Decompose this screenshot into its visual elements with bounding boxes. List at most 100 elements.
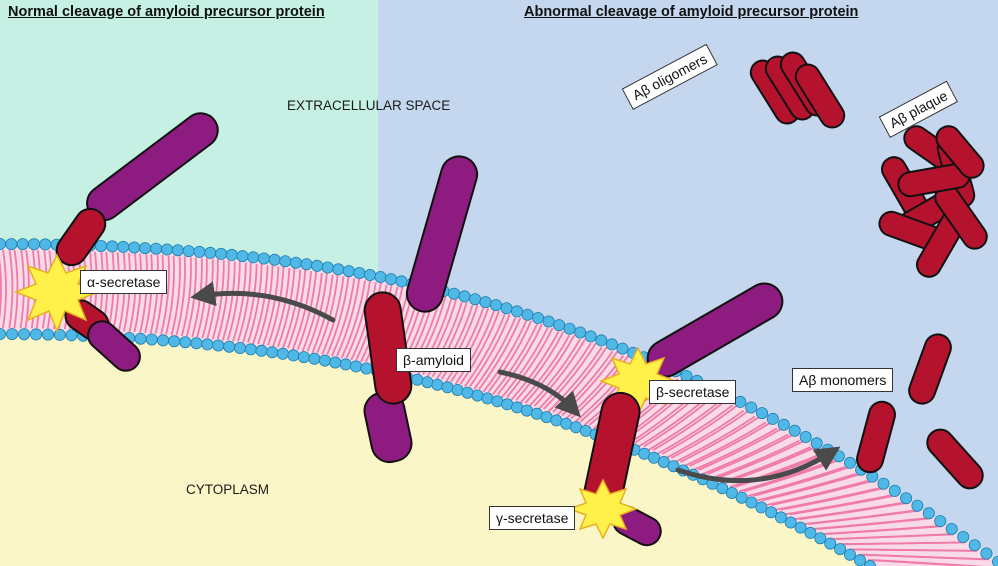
beta-secretase-label: β-secretase: [649, 380, 736, 404]
phospholipid-head: [224, 341, 235, 352]
phospholipid-head: [422, 377, 433, 388]
phospholipid-head: [564, 323, 575, 334]
phospholipid-head: [502, 399, 513, 410]
phospholipid-head: [946, 523, 957, 534]
phospholipid-head: [889, 485, 900, 496]
phospholipid-head: [617, 343, 628, 354]
phospholipid-head: [202, 339, 213, 350]
phospholipid-head: [375, 271, 386, 282]
phospholipid-head: [213, 340, 224, 351]
phospholipid-head: [606, 339, 617, 350]
phospholipid-head: [969, 540, 980, 551]
phospholipid-head: [585, 331, 596, 342]
phospholipid-head: [825, 538, 836, 549]
phospholipid-head: [322, 262, 333, 273]
phospholipid-head: [54, 329, 65, 340]
phospholipid-head: [234, 342, 245, 353]
gamma-secretase-star: [570, 480, 636, 538]
phospholipid-head: [795, 522, 806, 533]
phospholipid-head: [462, 387, 473, 398]
phospholipid-head: [361, 363, 372, 374]
phospholipid-head: [800, 431, 811, 442]
phospholipid-head: [492, 396, 503, 407]
phospholipid-head: [354, 267, 365, 278]
phospholipid-head: [522, 309, 533, 320]
phospholipid-head: [7, 329, 18, 340]
phospholipid-head: [183, 246, 194, 257]
phospholipid-head: [448, 288, 459, 299]
phospholipid-head: [532, 312, 543, 323]
extracellular-space-label: EXTRACELLULAR SPACE: [287, 98, 450, 113]
phospholipid-head: [146, 334, 157, 345]
phospholipid-head: [412, 374, 423, 385]
phospholipid-head: [912, 500, 923, 511]
phospholipid-head: [277, 348, 288, 359]
phospholipid-head: [575, 327, 586, 338]
phospholipid-head: [396, 276, 407, 287]
phospholipid-head: [785, 517, 796, 528]
phospholipid-head: [267, 347, 278, 358]
phospholipid-head: [248, 252, 259, 263]
phospholipid-head: [28, 239, 39, 250]
phospholipid-head: [981, 548, 992, 559]
phospholipid-head: [309, 353, 320, 364]
phospholipid-head: [756, 408, 767, 419]
phospholipid-head: [151, 243, 162, 254]
phospholipid-head: [6, 239, 17, 250]
phospholipid-head: [40, 239, 51, 250]
phospholipid-head: [835, 544, 846, 555]
phospholipid-head: [923, 508, 934, 519]
phospholipid-head: [172, 245, 183, 256]
cytoplasm-label: CYTOPLASM: [186, 482, 269, 497]
phospholipid-head: [319, 355, 330, 366]
phospholipid-head: [205, 247, 216, 258]
phospholipid-head: [258, 253, 269, 264]
phospholipid-head: [543, 316, 554, 327]
phospholipid-head: [269, 254, 280, 265]
phospholipid-head: [42, 329, 53, 340]
phospholipid-head: [216, 248, 227, 259]
phospholipid-head: [17, 239, 28, 250]
phospholipid-head: [844, 549, 855, 560]
phospholipid-head: [501, 303, 512, 314]
phospholipid-head: [935, 516, 946, 527]
phospholipid-head: [107, 241, 118, 252]
phospholipid-head: [364, 269, 375, 280]
phospholipid-head: [596, 335, 607, 346]
phospholipid-head: [452, 384, 463, 395]
phospholipid-head: [237, 251, 248, 262]
phospholipid-head: [482, 393, 493, 404]
phospholipid-head: [350, 361, 361, 372]
phospholipid-head: [778, 419, 789, 430]
phospholipid-head: [161, 244, 172, 255]
phospholipid-head: [245, 344, 256, 355]
phospholipid-head: [288, 350, 299, 361]
phospholipid-head: [191, 338, 202, 349]
beta-amyloid-label: β-amyloid: [396, 348, 471, 372]
phospholipid-head: [432, 379, 443, 390]
phospholipid-head: [129, 242, 140, 253]
phospholipid-head: [301, 259, 312, 270]
phospholipid-head: [459, 291, 470, 302]
phospholipid-head: [312, 260, 323, 271]
phospholipid-head: [298, 352, 309, 363]
phospholipid-head: [901, 493, 912, 504]
phospholipid-head: [805, 527, 816, 538]
phospholipid-head: [480, 297, 491, 308]
phospholipid-head: [833, 451, 844, 462]
phospholipid-head: [472, 390, 483, 401]
phospholipid-head: [330, 357, 341, 368]
phospholipid-head: [96, 240, 107, 251]
phospholipid-head: [30, 329, 41, 340]
phospholipid-head: [333, 264, 344, 275]
abeta-monomers-label: Aβ monomers: [792, 368, 893, 392]
phospholipid-head: [958, 531, 969, 542]
phospholipid-head: [490, 300, 501, 311]
phospholipid-head: [746, 402, 757, 413]
phospholipid-head: [554, 320, 565, 331]
phospholipid-head: [469, 294, 480, 305]
phospholipid-head: [811, 438, 822, 449]
phospholipid-head: [256, 345, 267, 356]
phospholipid-head: [140, 243, 151, 254]
